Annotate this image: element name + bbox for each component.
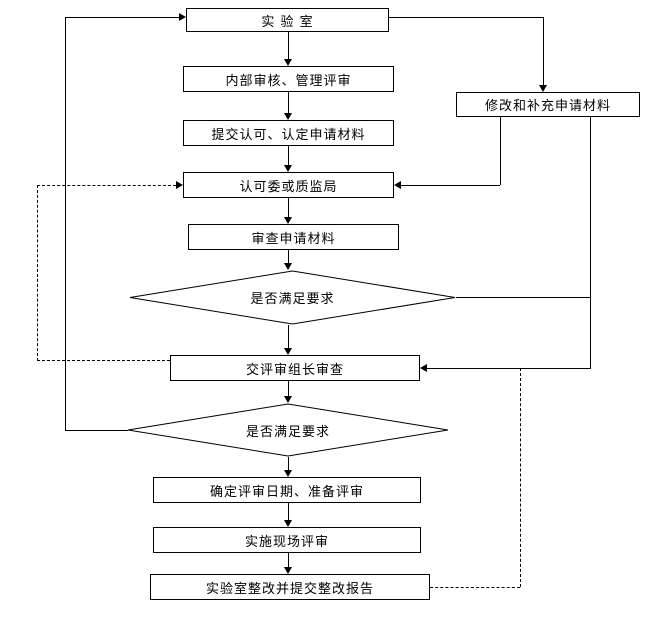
arrowhead-down [284,470,292,477]
dashed-rectify-v [520,368,521,587]
arrowhead-left [420,364,427,372]
node-committee: 认可委或质监局 [183,172,394,198]
arrowhead-down [284,263,292,270]
arrowhead-down [284,217,292,224]
connector-onsite-rectify [288,553,289,567]
node-submit-materials: 提交认可、认定申请材料 [183,120,394,146]
dashed-leader-committee-v [37,185,38,361]
connector-internal-submit [288,92,289,113]
arrowhead-down [284,165,292,172]
arrowhead-right [179,13,186,21]
diamond-shape [127,403,449,457]
diamond-shape [129,270,456,325]
connector-decision1-leader [288,325,289,348]
connector-modify-committee-v [500,117,501,185]
arrowhead-down [284,348,292,355]
node-lab: 实 验 室 [186,8,389,32]
arrowhead-left [394,181,401,189]
decision-leader-ok: 是否满足要求 [127,403,449,457]
connector-rightside-leader-h [427,368,590,369]
dashed-leader-committee-bottom-h [37,360,170,361]
connector-submit-committee [288,146,289,165]
decision-materials-ok: 是否满足要求 [129,270,456,325]
decision-label: 是否满足要求 [245,424,330,440]
dashed-leader-committee-top-h [37,185,176,186]
connector-left-loop-v [65,17,66,431]
node-internal-audit: 内部审核、管理评审 [183,66,394,92]
node-leader-review: 交评审组长审查 [170,355,420,381]
decision-label: 是否满足要求 [250,292,335,307]
node-review-materials: 审查申请材料 [188,224,399,250]
arrowhead-down [284,520,292,527]
connector-review-decision1 [288,250,289,263]
arrowhead-down [284,113,292,120]
connector-schedule-onsite [288,503,289,520]
node-onsite-review: 实施现场评审 [153,527,421,553]
connector-lab-modify-v [543,17,544,85]
connector-modify-committee-h [401,185,500,186]
dashed-rectify-h [430,587,520,588]
connector-leader-decision2 [288,381,289,396]
connector-committee-review [288,198,289,217]
arrowhead-right [176,181,183,189]
connector-decision2-left-h [65,430,128,431]
node-modify-materials: 修改和补充申请材料 [456,92,640,117]
connector-decision1-right-h [456,297,591,298]
arrowhead-down [284,59,292,66]
connector-lab-modify-h [389,17,543,18]
node-rectify-report: 实验室整改并提交整改报告 [150,574,430,600]
connector-decision2-schedule [288,457,289,470]
arrowhead-down [284,396,292,403]
connector-lab-internal [288,32,289,59]
connector-left-loop-top-h [65,17,179,18]
node-schedule-review: 确定评审日期、准备评审 [153,477,421,503]
connector-right-side-v [590,117,591,369]
arrowhead-down [284,567,292,574]
arrowhead-down [539,85,547,92]
